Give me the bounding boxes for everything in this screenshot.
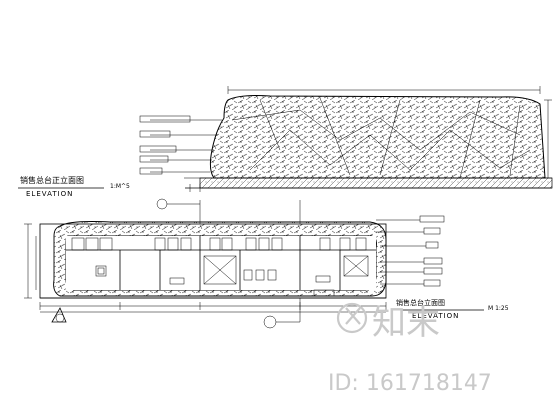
elevation-symbol <box>51 307 67 323</box>
front-elevation <box>24 198 445 329</box>
watermark-id: ID: 161718147 <box>328 371 492 396</box>
front-dimensions <box>24 223 387 313</box>
side-callouts <box>139 115 226 179</box>
side-elevation-subtitle: ELEVATION <box>26 190 73 198</box>
floor-slab <box>199 177 553 189</box>
front-elevation-subtitle: ELEVATION <box>412 312 459 320</box>
watermark-logo-icon <box>336 302 368 334</box>
equipment-symbols <box>95 255 369 285</box>
stone-veins <box>231 97 531 179</box>
front-elevation-scale: M 1:25 <box>488 305 509 312</box>
side-elevation-scale: 1:M^5 <box>110 183 130 190</box>
watermark: 知末 ID: 161718147 <box>328 302 492 396</box>
section-markers <box>156 198 301 329</box>
stone-counter-body <box>209 95 546 179</box>
front-elevation-title: 销售总台立面图 <box>396 298 445 307</box>
watermark-logo-text: 知末 <box>372 303 440 343</box>
side-elevation <box>139 86 553 192</box>
side-elevation-title-block: 销售总台正立面图 ELEVATION 1:M^5 <box>18 175 130 198</box>
side-elevation-title: 销售总台正立面图 <box>20 175 84 185</box>
display-cabinets <box>71 237 367 251</box>
front-callouts <box>313 215 445 297</box>
front-elevation-title-block: 销售总台立面图 ELEVATION M 1:25 <box>392 298 509 320</box>
